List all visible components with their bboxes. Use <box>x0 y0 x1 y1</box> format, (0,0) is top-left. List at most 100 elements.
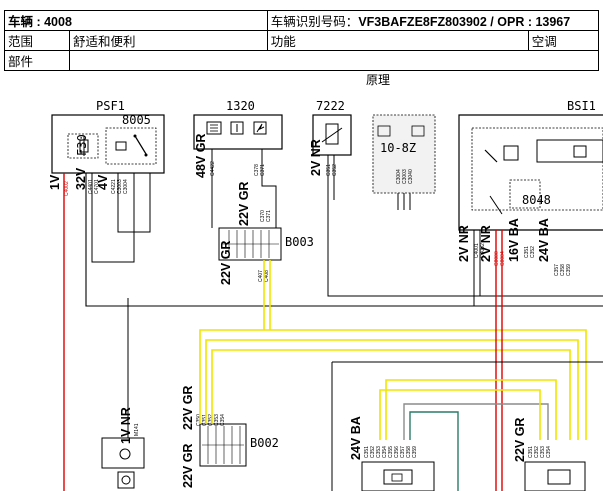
wire-label-b002-b: 22V GR <box>181 386 195 430</box>
module-bsi1: BSI1 8048 <box>458 99 603 231</box>
relay-8048-label: 8048 <box>522 193 551 207</box>
connector-b002: B002 <box>199 423 279 467</box>
connector-b002-label: B002 <box>250 436 279 450</box>
pin-bsi-a: C4001 <box>474 243 480 258</box>
relay-8005-label: 8005 <box>122 113 151 127</box>
pin-bsi-g: C359 <box>566 264 572 276</box>
pin-psf1-red: C4002 <box>64 181 70 196</box>
wire-label-bsi-d: 24V BA <box>537 218 551 262</box>
header-table: 车辆 : 4008 车辆识别号码：VF3BAFZE8FZ803902 / OPR… <box>4 10 600 71</box>
pin-bsi-c: C351 <box>524 246 530 258</box>
pin-b002-p2: C351 <box>202 414 208 426</box>
wire-label-1320-a: 48V GR <box>194 134 208 178</box>
pin-dash-b: C3003 <box>402 169 408 184</box>
bottom-module-right <box>524 461 586 491</box>
pin-b002-p1: C350 <box>196 414 202 426</box>
ground-component <box>101 437 145 489</box>
wire-yellow-bus-2 <box>205 339 579 440</box>
wire-black-1320-b003 <box>261 149 277 228</box>
pin-1320-a: C4422 <box>210 161 216 176</box>
module-1320: 1320 <box>193 99 283 150</box>
wire-label-bot-a: 24V BA <box>349 416 363 460</box>
psf1-label: PSF1 <box>96 99 125 113</box>
pin-7222-b: C352 <box>332 164 338 176</box>
pin-b002-p5: C354 <box>220 414 226 426</box>
pin-bot-p6: C356 <box>394 446 400 458</box>
pin-b002-p4: C353 <box>214 414 220 426</box>
pin-b003-c: C407 <box>258 270 264 282</box>
bsi-ecu-icon <box>573 145 587 158</box>
pin-7222-a: C351 <box>326 164 332 176</box>
pin-psf1-e: C3004 <box>123 179 129 194</box>
vin-value: VF3BAFZE8FZ803902 / OPR : 13967 <box>358 15 571 29</box>
part-value <box>69 50 599 71</box>
pin-b003-b: C371 <box>266 210 272 222</box>
wire-label-psf1-a: 1V <box>48 174 62 190</box>
pin-bot-p2: C352 <box>370 446 376 458</box>
module-7222-label: 7222 <box>316 99 345 113</box>
module-10-8z: 10-8Z <box>372 114 436 194</box>
wire-black-7222 <box>327 155 603 297</box>
wire-label-bsi-c: 16V BA <box>507 218 521 262</box>
wire-label-psf1-b: 32V <box>74 167 88 190</box>
relay-8005 <box>105 127 157 165</box>
pin-bsi-e: C357 <box>554 264 560 276</box>
pin-b002-p3: C352 <box>208 414 214 426</box>
wire-black-psf1-loop2 <box>117 173 151 233</box>
pin-bot-p5: C355 <box>388 446 394 458</box>
pin-bot-p4: C354 <box>382 446 388 458</box>
pin-bot-p8: C358 <box>406 446 412 458</box>
wire-yellow-bus-1 <box>199 329 587 440</box>
module-bsi1-label: BSI1 <box>567 99 596 113</box>
wire-yellow-bottom-2 <box>385 379 557 440</box>
pin-bot-q3: C353 <box>540 446 546 458</box>
pin-bot-p1: C351 <box>364 446 370 458</box>
pin-bot-q4: C354 <box>546 446 552 458</box>
ecu-icon <box>206 121 222 135</box>
wire-teal-bus <box>409 411 459 491</box>
sensor-icon <box>253 121 267 135</box>
wire-yellow-bottom <box>379 389 541 440</box>
wire-label-psf1-c: 4V <box>96 174 110 190</box>
pin-bot-p3: C353 <box>376 446 382 458</box>
pin-bot-p7: C357 <box>400 446 406 458</box>
wires <box>63 149 603 491</box>
connector-b003-label: B003 <box>285 235 314 249</box>
pin-bsi-red2: C8004 <box>500 251 506 266</box>
module-1320-label: 1320 <box>226 99 255 113</box>
wire-label-b002-c: 22V GR <box>181 444 195 488</box>
wire-label-b002-a: 1V NR <box>119 407 133 444</box>
module-7222: 7222 <box>312 99 352 156</box>
pin-bsi-b: C4002 <box>480 243 486 258</box>
wire-label-7222-a: 2V NR <box>309 139 323 176</box>
pin-b003-a: C370 <box>260 210 266 222</box>
pin-bsi-d: C352 <box>530 246 536 258</box>
fuse-f30: F30 <box>67 133 99 159</box>
connector-b003: B003 <box>218 227 314 261</box>
pin-bsi-f: C358 <box>560 264 566 276</box>
pin-1320-b: C378 <box>254 164 260 176</box>
pin-bot-q1: C351 <box>528 446 534 458</box>
pin-psf1-d: C3003 <box>117 179 123 194</box>
wire-label-b003-a: 22V GR <box>219 241 233 285</box>
pin-b002-gnd: M141 <box>134 423 140 436</box>
pin-b003-d: C408 <box>264 270 270 282</box>
pin-1320-c: C371 <box>260 164 266 176</box>
pin-psf1-c: C4221 <box>111 179 117 194</box>
module-10-8z-label: 10-8Z <box>380 141 416 155</box>
fuse-f30-label: F30 <box>75 134 89 156</box>
psf1-module: PSF1 8005 F30 <box>51 99 165 174</box>
pin-dash-a: C3004 <box>396 169 402 184</box>
wire-label-bot-b: 22V GR <box>513 418 527 462</box>
wire-black-main <box>85 173 603 307</box>
pin-bot-p9: C359 <box>412 446 418 458</box>
vin-label: 车辆识别号码： <box>270 14 359 29</box>
wire-black-psf1-loop <box>91 173 135 263</box>
wire-yellow-bus-3 <box>211 349 571 440</box>
wire-label-1320-b: 22V GR <box>237 182 251 226</box>
pin-psf1-a: C4401 <box>88 179 94 194</box>
function-value: 空调 <box>527 30 600 51</box>
wire-label-bsi-a: 2V NR <box>457 225 471 262</box>
bottom-module-left <box>361 461 435 491</box>
